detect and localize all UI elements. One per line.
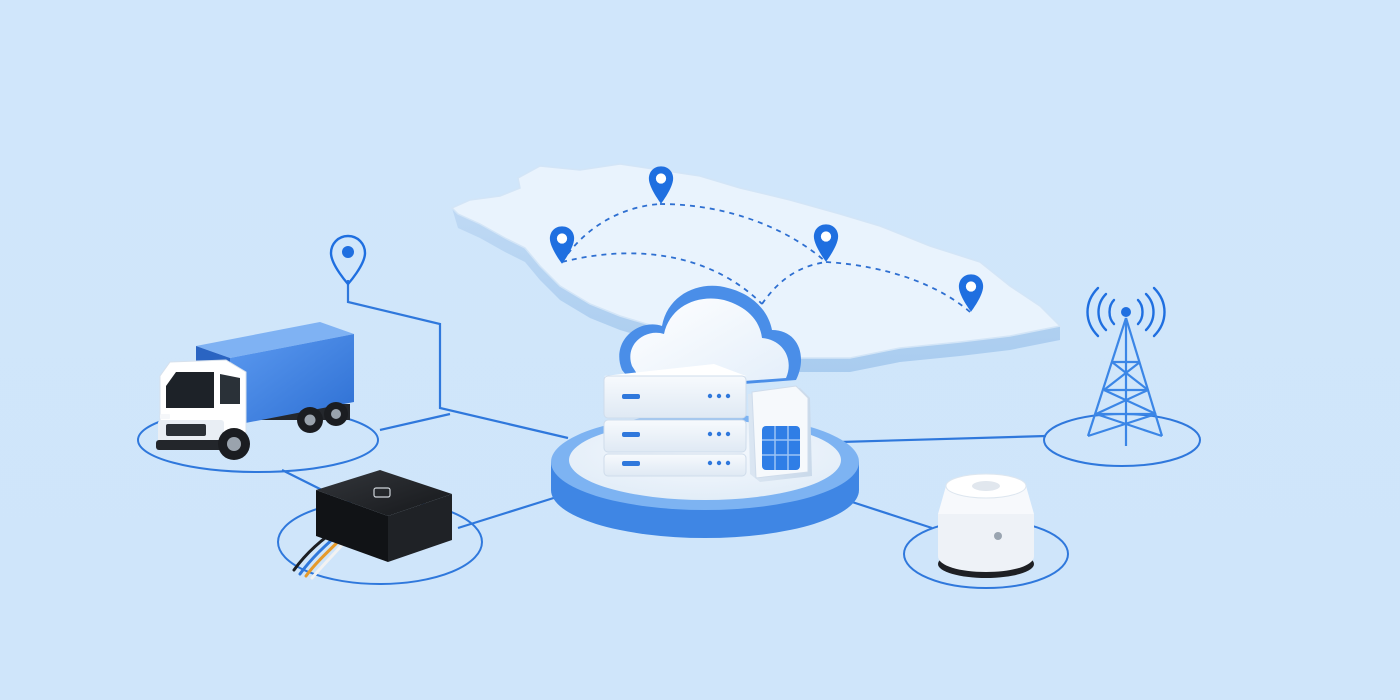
route-lines: [561, 203, 971, 313]
connection-lines: [281, 280, 1047, 530]
map-icon: [450, 163, 1062, 372]
tracker-icon: [292, 470, 452, 580]
sensor-icon: [938, 473, 1034, 578]
antenna-icon: [1086, 286, 1166, 446]
truck-icon: [156, 322, 354, 460]
location-pin-icon: [329, 234, 367, 286]
sim-card-icon: [748, 385, 812, 482]
cloud-icon: [619, 285, 802, 392]
server-icon: [603, 364, 747, 477]
